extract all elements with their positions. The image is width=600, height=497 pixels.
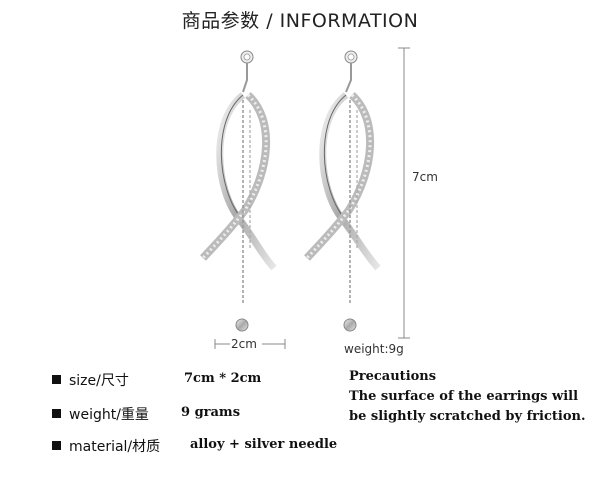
spec-material: material/材质 alloy + silver needle [52,436,337,456]
weight-label: weight:9g [344,342,404,356]
width-dimension-line [214,339,286,349]
spec-size: size/尺寸 7cm * 2cm [52,370,261,390]
earrings-photo [200,47,410,349]
spec-size-label: size/尺寸 [69,373,129,389]
left-earring [200,50,277,332]
spec-size-value: 7cm * 2cm [184,371,262,386]
width-label: 2cm [231,337,257,351]
bullet-square-icon [52,375,61,384]
height-label: 7cm [412,170,438,184]
spec-material-value: alloy + silver needle [190,437,338,452]
height-dimension-line [398,47,410,339]
precautions-line-2: be slightly scratched by friction. [349,409,586,424]
bullet-square-icon [52,441,61,450]
bullet-square-icon [52,409,61,418]
right-earring [304,50,381,332]
spec-weight-value: 9 grams [181,405,241,420]
spec-material-label: material/材质 [69,439,161,455]
page-title: 商品参数 / INFORMATION [181,10,419,32]
spec-weight: weight/重量 9 grams [52,404,240,424]
precautions-line-1: The surface of the earrings will [349,389,579,404]
spec-weight-label: weight/重量 [69,407,149,423]
precautions-heading: Precautions [349,369,437,384]
